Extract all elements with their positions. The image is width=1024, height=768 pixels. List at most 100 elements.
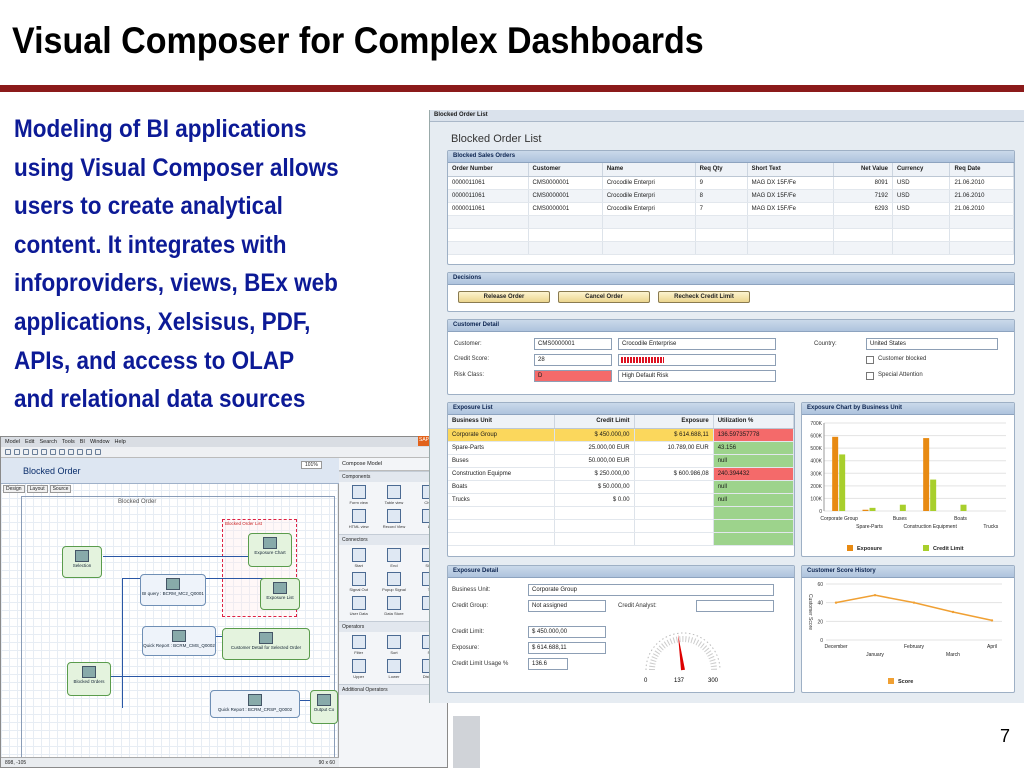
node-bi-query[interactable]: BI query : BCRM_MC2_Q0001: [140, 574, 206, 606]
deploy-icon[interactable]: [86, 449, 92, 455]
customer-name-field[interactable]: Crocodile Enterprise: [618, 338, 776, 350]
col-business-unit[interactable]: Business Unit: [448, 415, 556, 429]
country-field[interactable]: United States: [866, 338, 998, 350]
node-exposure-chart[interactable]: Exposure Chart: [248, 533, 292, 567]
special-attention-checkbox[interactable]: [866, 372, 874, 380]
credit-limit-field[interactable]: $ 450.000,00: [528, 626, 606, 638]
credit-score-field[interactable]: 28: [534, 354, 612, 366]
palette-end[interactable]: End: [377, 548, 410, 570]
table-row: [448, 532, 795, 546]
section-components[interactable]: Components: [339, 471, 447, 482]
palette-lower[interactable]: Lower: [377, 659, 410, 681]
col-credit-limit[interactable]: Credit Limit: [554, 415, 635, 429]
node-customer-detail[interactable]: Customer Detail for Selected Order: [222, 628, 310, 660]
legend-swatch: [888, 678, 894, 684]
undo-icon[interactable]: [59, 449, 65, 455]
cancel-order-button[interactable]: Cancel Order: [558, 291, 650, 303]
tab-source[interactable]: Source: [49, 485, 72, 493]
palette-popup-signal[interactable]: Popup Signal: [377, 572, 410, 594]
col-exposure[interactable]: Exposure: [634, 415, 714, 429]
col-req-qty[interactable]: Req Qty: [695, 163, 748, 177]
node-blocked-orders[interactable]: Blocked Orders: [67, 662, 111, 696]
col-utilization[interactable]: Utilization %: [713, 415, 795, 429]
tab-design[interactable]: Design: [3, 485, 25, 493]
menu-item-search[interactable]: Search: [39, 439, 57, 445]
credit-group-field[interactable]: Not assigned: [528, 600, 606, 612]
tab-layout[interactable]: Layout: [26, 485, 48, 493]
col-currency[interactable]: Currency: [892, 163, 951, 177]
credit-usage-gauge: 0 137 300: [644, 632, 721, 684]
col-net-value[interactable]: Net Value: [833, 163, 893, 177]
node-exposure-list[interactable]: Exposure List: [260, 578, 300, 610]
menu-item-edit[interactable]: Edit: [24, 439, 35, 445]
menu-item-help[interactable]: Help: [114, 439, 126, 445]
y-tick-label: 0: [820, 638, 823, 644]
redo-icon[interactable]: [68, 449, 74, 455]
title-rule: [0, 85, 1024, 92]
palette-upper[interactable]: Upper: [342, 659, 375, 681]
section-operators[interactable]: Operators: [339, 621, 447, 632]
menu-item-model[interactable]: Model: [5, 439, 20, 445]
save-icon[interactable]: [23, 449, 29, 455]
node-selection[interactable]: Selection: [62, 546, 102, 578]
zoom-level[interactable]: 101%: [301, 461, 322, 469]
node-output[interactable]: Output Co: [310, 690, 338, 724]
palette-signal-out[interactable]: Signal Out: [342, 572, 375, 594]
help-icon[interactable]: [95, 449, 101, 455]
risk-class-field[interactable]: D: [534, 370, 612, 382]
cut-icon[interactable]: [32, 449, 38, 455]
exposure-field[interactable]: $ 614.688,11: [528, 642, 606, 654]
panel-title: Exposure Detail: [448, 566, 794, 578]
new-icon[interactable]: [5, 449, 11, 455]
customer-blocked-checkbox[interactable]: [866, 356, 874, 364]
section-connectors[interactable]: Connectors: [339, 534, 447, 545]
run-icon[interactable]: [77, 449, 83, 455]
palette-html-view[interactable]: HTML view: [342, 509, 375, 531]
risk-text-field[interactable]: High Default Risk: [618, 370, 776, 382]
node-quick-report-2[interactable]: Quick Report : BCRM_CRSP_Q0002: [210, 690, 300, 718]
menu-item-bi[interactable]: BI: [79, 439, 85, 445]
palette-sort[interactable]: Sort: [377, 635, 410, 657]
panel-customer-detail: Customer Detail Customer: CMS0000001 Cro…: [447, 319, 1015, 395]
palette-user-data[interactable]: User Data: [342, 596, 375, 618]
col-short-text[interactable]: Short Text: [747, 163, 835, 177]
palette-filter[interactable]: Filter: [342, 635, 375, 657]
credit-score-bar-fill: [621, 357, 664, 363]
node-blocked-orders-label: Blocked Orders: [73, 679, 105, 684]
palette-data-store[interactable]: Data Store: [377, 596, 410, 618]
palette-record-view[interactable]: Record View: [377, 509, 410, 531]
col-name[interactable]: Name: [602, 163, 696, 177]
col-order-number[interactable]: Order Number: [448, 163, 529, 177]
customer-id-field[interactable]: CMS0000001: [534, 338, 612, 350]
release-order-button[interactable]: Release Order: [458, 291, 550, 303]
business-unit-field[interactable]: Corporate Group: [528, 584, 774, 596]
palette-start[interactable]: Start: [342, 548, 375, 570]
palette-table-view[interactable]: Table view: [377, 485, 410, 507]
section-additional-operators[interactable]: Additional Operators: [339, 684, 447, 695]
node-quick-report-1[interactable]: Quick Report : BCRM_CMS_Q0002: [142, 626, 216, 656]
cell: null: [713, 480, 795, 494]
credit-analyst-field[interactable]: [696, 600, 774, 612]
open-icon[interactable]: [14, 449, 20, 455]
intro-line: content. It integrates with: [14, 230, 287, 259]
palette-form-view[interactable]: Form view: [342, 485, 375, 507]
cell: USD: [892, 202, 951, 216]
copy-icon[interactable]: [41, 449, 47, 455]
usage-field[interactable]: 136.6: [528, 658, 568, 670]
menu-item-window[interactable]: Window: [89, 439, 110, 445]
paste-icon[interactable]: [50, 449, 56, 455]
menu-item-tools[interactable]: Tools: [61, 439, 75, 445]
col-customer[interactable]: Customer: [528, 163, 603, 177]
table-row[interactable]: Construction Equipme$ 250.000,00$ 600.98…: [448, 467, 795, 481]
gauge-ticks: [649, 636, 717, 671]
recheck-credit-limit-button[interactable]: Recheck Credit Limit: [658, 291, 750, 303]
col-req-date[interactable]: Req Date: [949, 163, 1014, 177]
